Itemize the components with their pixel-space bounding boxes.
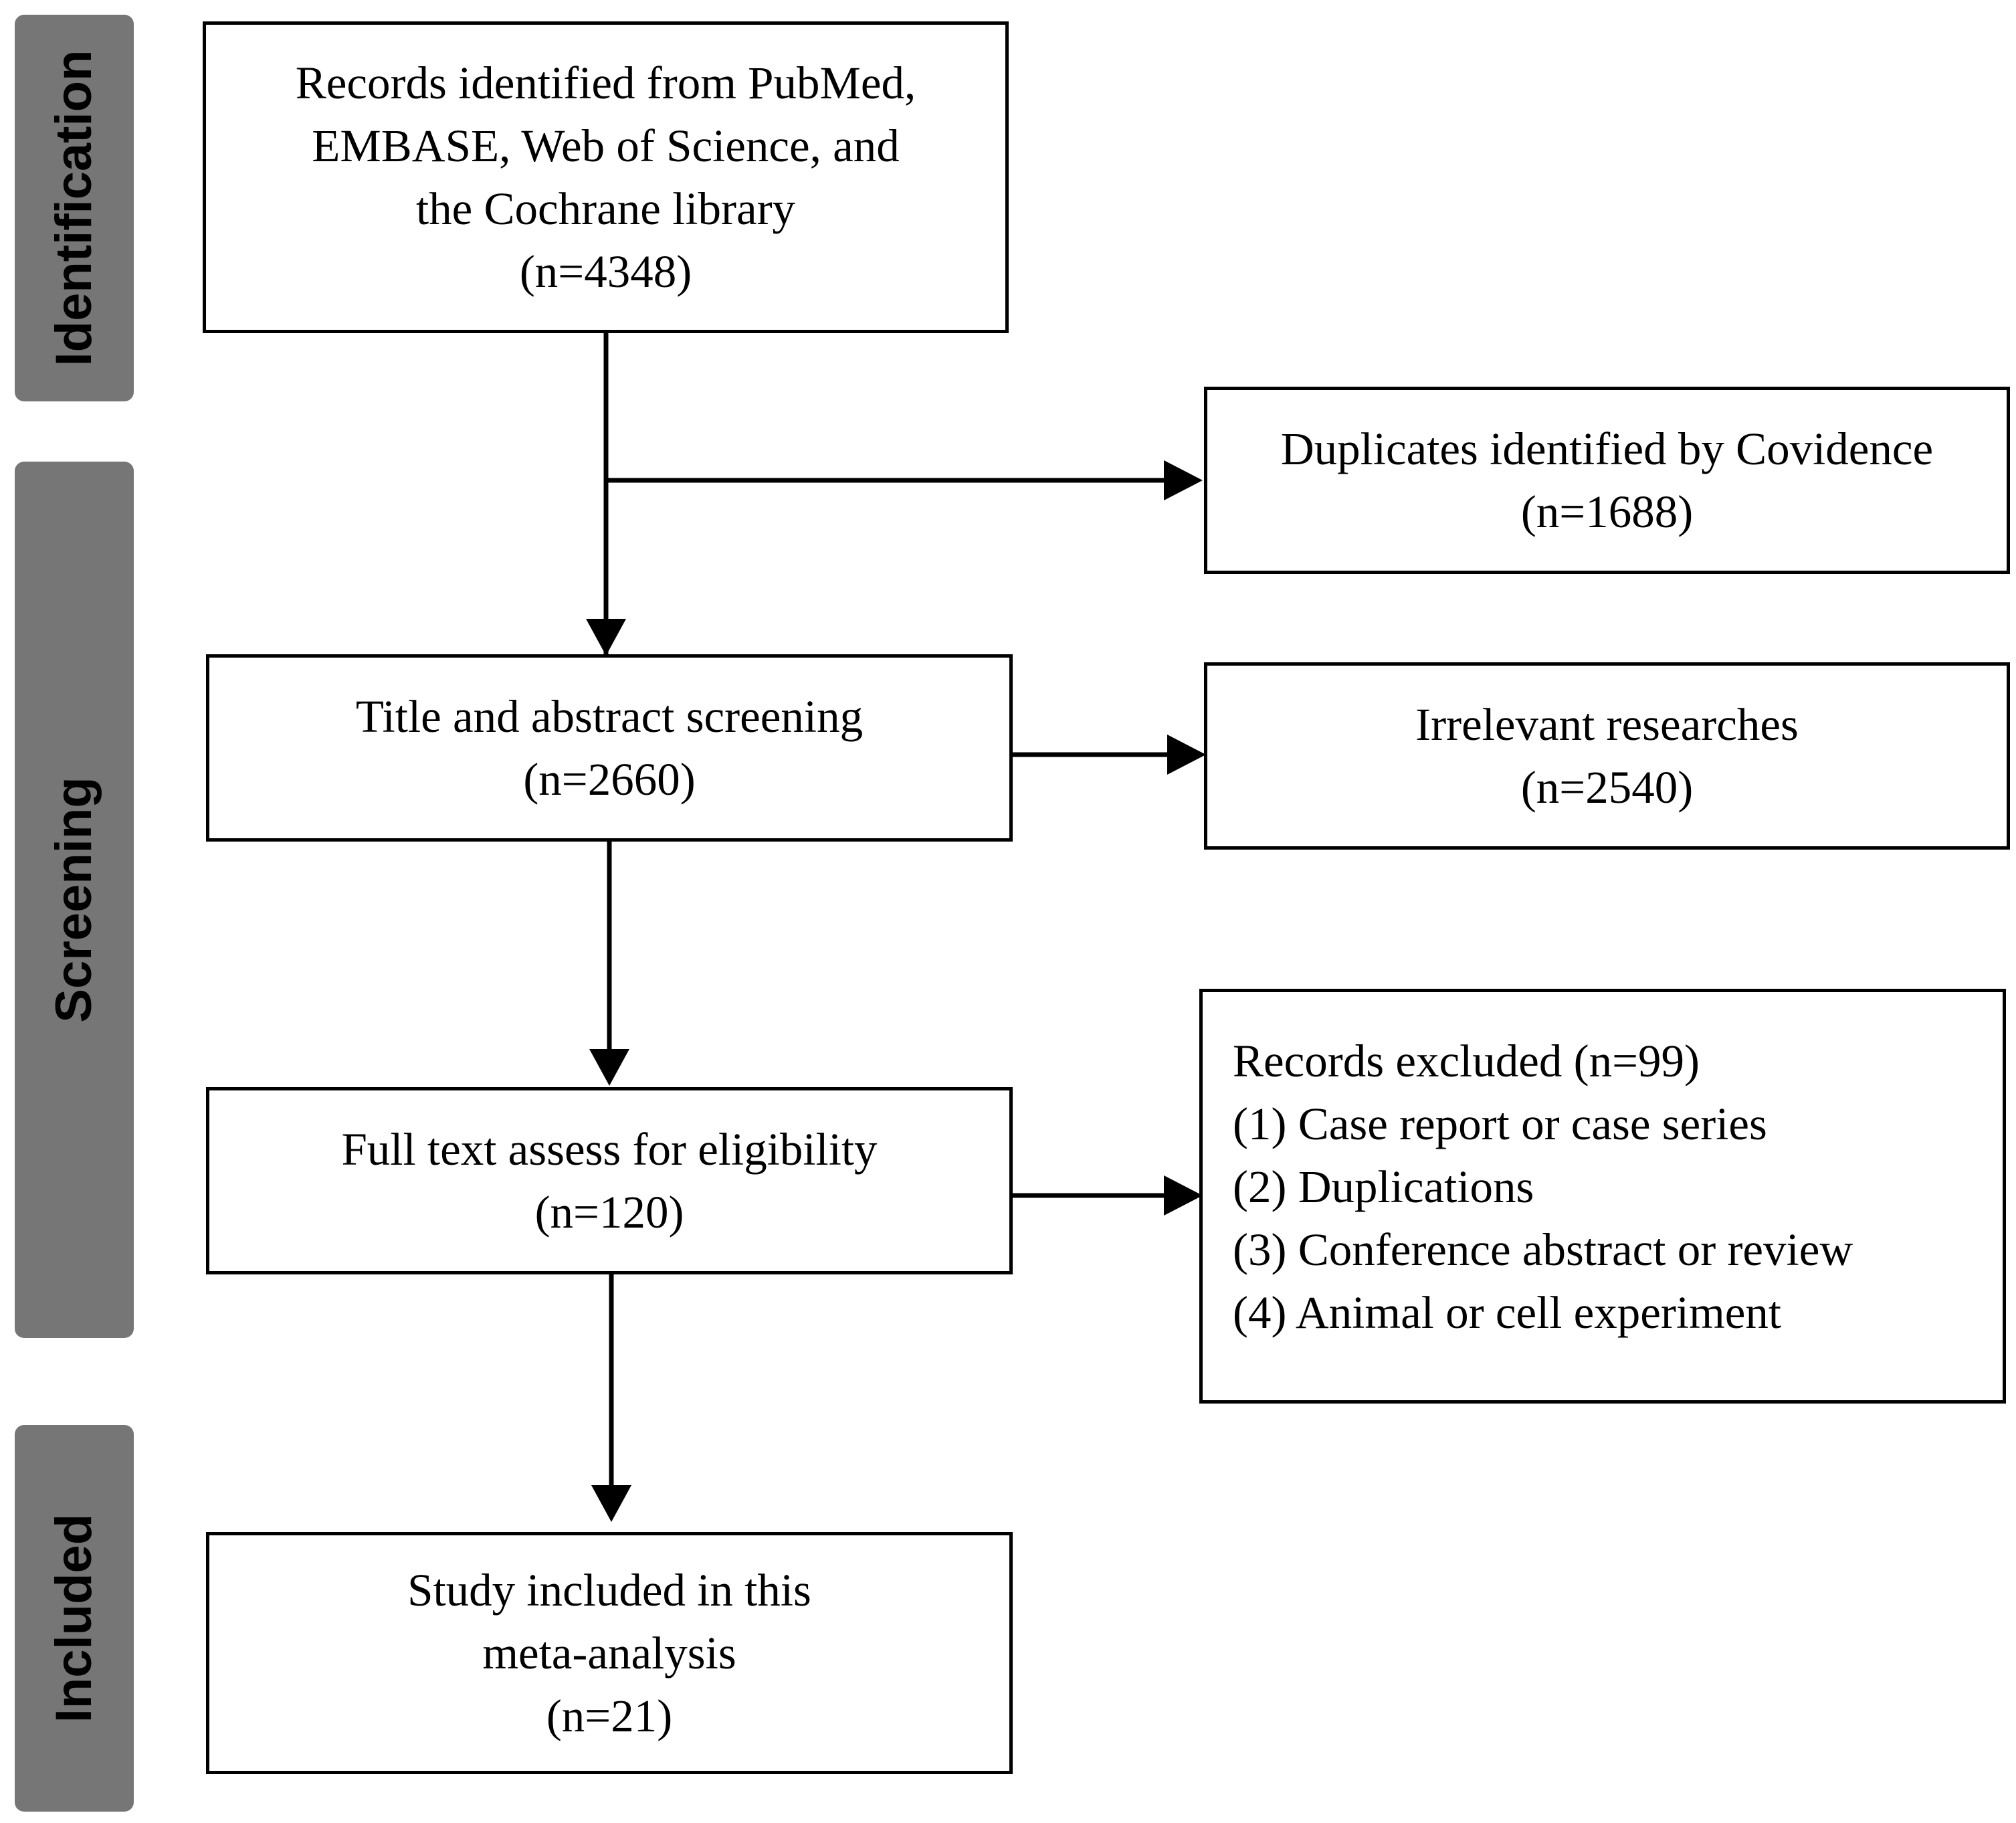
irrelevant-count: (n=2540) xyxy=(1520,762,1694,813)
study-included-line-2: meta-analysis xyxy=(482,1628,736,1678)
arrowhead-screening-to-fulltext xyxy=(589,1049,629,1086)
title-abstract-line-1: Title and abstract screening xyxy=(355,691,864,742)
arrowhead-to-duplicates xyxy=(1164,460,1203,500)
arrowhead-records-to-screening xyxy=(586,619,626,656)
arrowhead-to-irrelevant xyxy=(1167,735,1206,775)
records-identified-line-2: EMBASE, Web of Science, and xyxy=(312,120,900,171)
records-identified-line-1: Records identified from PubMed, xyxy=(295,58,916,108)
duplicates-line-1: Duplicates identified by Covidence xyxy=(1280,423,1934,474)
box-full-text-assessment: Full text assess for eligibility (n=120) xyxy=(206,1087,1013,1274)
full-text-count: (n=120) xyxy=(534,1187,684,1238)
excluded-reason-3: (3) Conference abstract or review xyxy=(1233,1224,1853,1275)
records-identified-line-3: the Cochrane library xyxy=(415,183,796,234)
title-abstract-count: (n=2660) xyxy=(523,754,696,805)
study-included-line-1: Study included in this xyxy=(407,1565,811,1616)
irrelevant-line-1: Irrelevant researches xyxy=(1415,699,1799,750)
box-study-included: Study included in this meta-analysis (n=… xyxy=(206,1532,1013,1774)
full-text-line-1: Full text assess for eligibility xyxy=(341,1124,878,1175)
phase-included: Included xyxy=(15,1425,134,1812)
box-title-abstract-screening: Title and abstract screening (n=2660) xyxy=(206,654,1013,842)
study-included-count: (n=21) xyxy=(546,1691,673,1741)
phase-screening: Screening xyxy=(15,462,134,1338)
box-records-identified: Records identified from PubMed, EMBASE, … xyxy=(203,21,1009,333)
duplicates-count: (n=1688) xyxy=(1520,486,1694,537)
records-identified-count: (n=4348) xyxy=(519,246,692,297)
excluded-reason-4: (4) Animal or cell experiment xyxy=(1233,1287,1782,1338)
box-irrelevant-researches: Irrelevant researches (n=2540) xyxy=(1204,662,2010,850)
box-records-excluded: Records excluded (n=99) (1) Case report … xyxy=(1199,989,2006,1404)
excluded-heading: Records excluded (n=99) xyxy=(1233,1036,1700,1086)
excluded-reason-1: (1) Case report or case series xyxy=(1233,1098,1767,1149)
excluded-reason-2: (2) Duplications xyxy=(1233,1161,1534,1212)
box-duplicates: Duplicates identified by Covidence (n=16… xyxy=(1204,387,2010,574)
arrowhead-fulltext-to-included xyxy=(591,1485,631,1522)
arrowhead-to-excluded xyxy=(1164,1175,1203,1216)
phase-identification: Identification xyxy=(15,15,134,401)
